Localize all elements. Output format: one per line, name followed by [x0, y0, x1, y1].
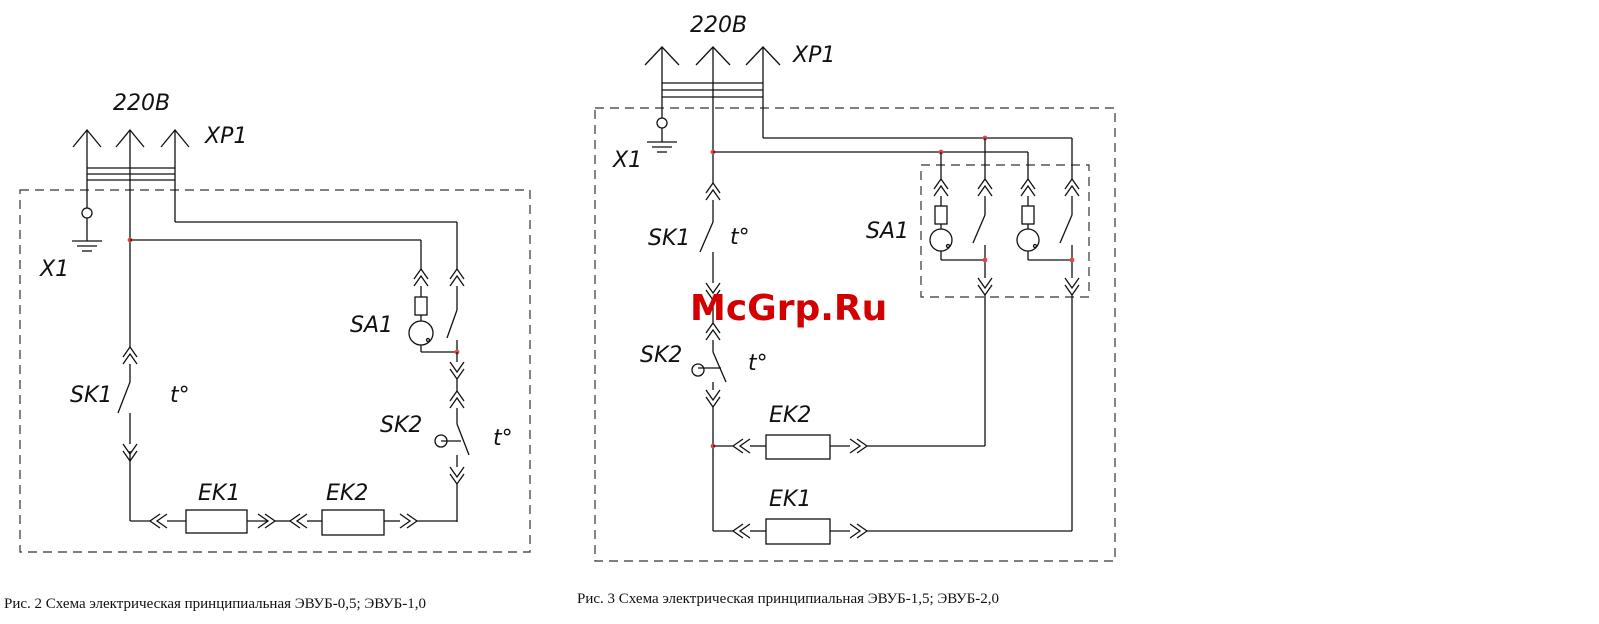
voltage-label-right: 220В: [690, 13, 747, 38]
resistor-left: [415, 297, 427, 315]
enclosure-left: [20, 190, 530, 552]
plug-label-left: XP1: [204, 124, 247, 149]
watermark-text: McGrp.Ru: [690, 288, 887, 329]
heater2-label-left: EK2: [326, 481, 368, 506]
diagram-left: 220В XP1 X1 SK1 t°: [4, 91, 530, 612]
thermo1-label-left: SK1: [70, 383, 112, 408]
heater-ek2-right: [766, 435, 830, 459]
plug-xp1-left: [73, 130, 189, 189]
ground-label-right: X1: [612, 148, 642, 173]
heater-ek2-left: [322, 510, 384, 535]
heater-ek1-right: [766, 519, 830, 544]
switch-label-left: SA1: [350, 313, 393, 338]
temp-label-2-right: t°: [748, 351, 768, 376]
temp-label-1-left: t°: [170, 383, 190, 408]
thermostat-sk1-contact-right: [700, 222, 713, 252]
temp-label-2-left: t°: [493, 426, 513, 451]
voltage-label-left: 220В: [113, 91, 170, 116]
thermo2-label-right: SK2: [640, 343, 682, 368]
thermo1-label-right: SK1: [648, 226, 690, 251]
thermo-bulb-icon-right: [692, 364, 704, 376]
thermostat-sk2-contact-right: [713, 352, 726, 382]
thermostat-sk2-contact-left: [457, 424, 469, 455]
heater-ek1-left: [186, 510, 247, 533]
ground-label-left: X1: [39, 257, 69, 282]
plug-label-right: XP1: [792, 43, 835, 68]
switch-sa1-contact-left: [447, 310, 457, 338]
temp-label-1-right: t°: [730, 225, 750, 250]
thermo2-label-left: SK2: [380, 413, 422, 438]
enclosure-right: [595, 108, 1115, 561]
thermostat-sk1-contact-left: [118, 382, 130, 413]
heater1-label-right: EK1: [769, 487, 811, 512]
caption-left: Рис. 2 Схема электрическая принципиальна…: [4, 596, 426, 612]
ground-x1-right: [647, 108, 677, 152]
ground-x1-left: [72, 189, 102, 251]
switch-label-right: SA1: [866, 219, 909, 244]
plug-xp1-right: [645, 47, 780, 108]
heater2-label-right: EK2: [769, 403, 811, 428]
caption-right: Рис. 3 Схема электрическая принципиальна…: [577, 591, 999, 607]
heater1-label-left: EK1: [198, 481, 240, 506]
